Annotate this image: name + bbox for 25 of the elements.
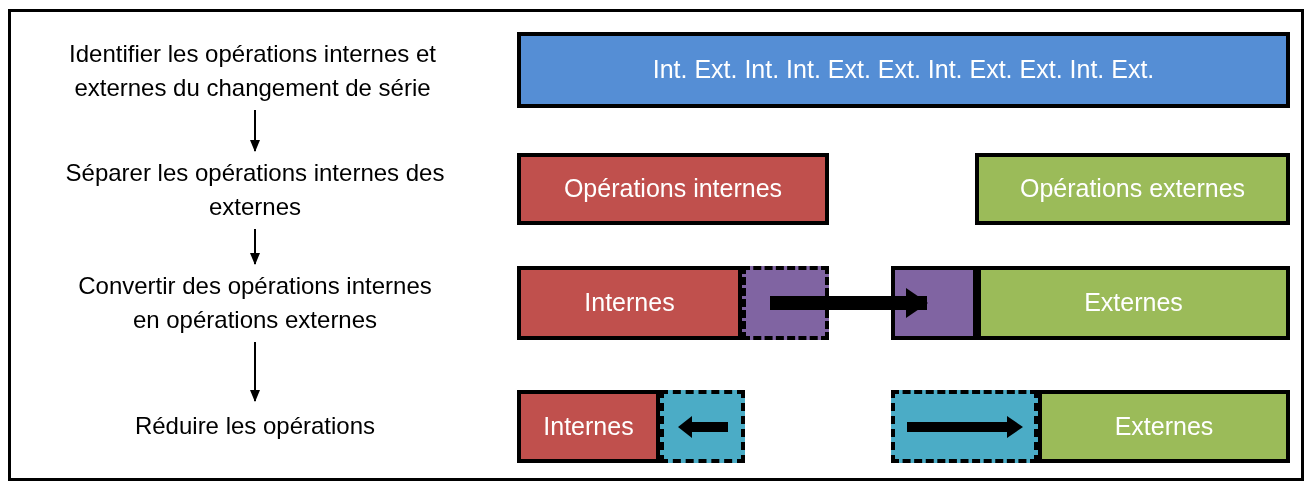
arrow [250,341,260,402]
box-label: Réduire les opérations [134,411,376,441]
box-label: Externes [1114,410,1214,442]
box-label: Internes [543,410,634,442]
box-label: Opérations internes [563,173,783,205]
internal-box [517,390,660,463]
box-label: Externes [1084,287,1183,319]
reduced-box [891,390,1038,463]
operations-bar [517,32,1290,108]
box-label: Opérations externes [1019,173,1246,205]
internal-box [517,153,829,225]
reduced-box [660,390,745,463]
external-box [1038,390,1290,463]
external-box [975,153,1290,225]
converted-box [891,266,977,340]
arrow [250,228,260,265]
box-label: Séparer les opérations internes des externes [64,158,446,222]
arrow [250,109,260,152]
box-label: Internes [584,287,675,319]
external-box [977,266,1290,340]
box-label: Identifier les opérations internes et externes du changement de série [68,39,437,103]
internal-box [517,266,742,340]
box-label: Int. Ext. Int. Int. Ext. Ext. Int. Ext. Ext. Int. Ext. [652,54,1155,86]
arrow [770,288,928,318]
box-label: Convertir des opérations internes en opérations externes [77,271,433,335]
